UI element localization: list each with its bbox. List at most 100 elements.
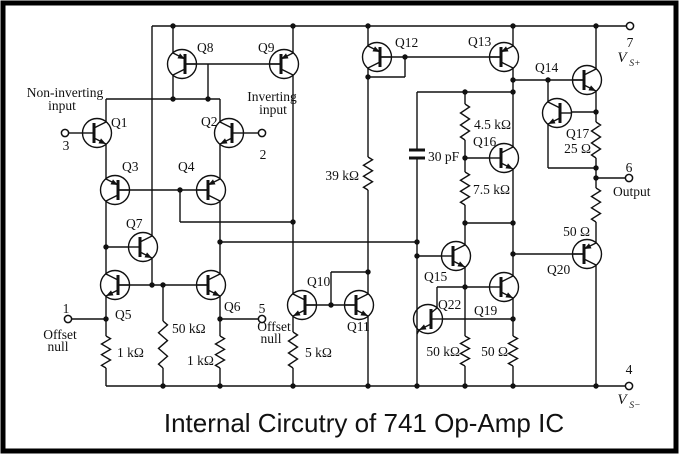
emitter-lead bbox=[172, 68, 186, 76]
junction-dot bbox=[510, 89, 516, 95]
transistor-q6 bbox=[195, 269, 227, 301]
pin7-vs-subscript: S+ bbox=[629, 59, 640, 69]
collector-lead bbox=[500, 275, 514, 283]
pin3-name-line2: input bbox=[48, 98, 76, 113]
pin2-number: 2 bbox=[260, 147, 267, 162]
transistor-q8 bbox=[166, 48, 198, 80]
transistor-label-q11: Q11 bbox=[347, 319, 370, 334]
emitter-arrow bbox=[144, 252, 152, 258]
resistor-r2 bbox=[157, 320, 169, 369]
pin3-name-line1: Non-inverting bbox=[27, 85, 104, 100]
transistor-body bbox=[571, 64, 603, 96]
emitter-arrow bbox=[98, 138, 106, 144]
junction-dot bbox=[462, 220, 468, 226]
transistor-label-q5: Q5 bbox=[115, 307, 132, 322]
transistor-label-q16: Q16 bbox=[473, 134, 496, 149]
emitter-lead bbox=[207, 194, 221, 202]
transistor-body bbox=[99, 269, 131, 301]
resistor-r7 bbox=[459, 171, 471, 206]
resistor-label-r8: 25 Ω bbox=[564, 141, 591, 156]
transistor-q19 bbox=[488, 271, 520, 303]
junction-dot bbox=[177, 187, 183, 193]
transistor-label-q1: Q1 bbox=[111, 115, 128, 130]
transistor-q14 bbox=[571, 64, 603, 96]
junction-dot bbox=[170, 96, 176, 102]
transistor-q11 bbox=[343, 289, 375, 321]
junction-dot bbox=[365, 23, 371, 29]
transistor-label-q10: Q10 bbox=[307, 274, 330, 289]
junction-dot bbox=[545, 77, 551, 83]
collector-lead bbox=[583, 68, 597, 76]
pin-terminal-pin5 bbox=[257, 314, 267, 324]
pin-terminal-pin2 bbox=[257, 128, 267, 138]
transistor-label-q9: Q9 bbox=[258, 40, 275, 55]
emitter-arrow bbox=[505, 292, 513, 298]
emitter-arrow bbox=[212, 290, 220, 296]
transistor-label-q3: Q3 bbox=[122, 159, 139, 174]
emitter-arrow bbox=[588, 85, 596, 91]
pin-terminal-pin3 bbox=[60, 128, 70, 138]
junction-dot bbox=[593, 175, 599, 181]
collector-lead bbox=[219, 121, 233, 129]
collector-lead bbox=[452, 244, 466, 252]
emitter-arrow bbox=[220, 138, 228, 144]
transistor-q17 bbox=[541, 97, 573, 129]
resistor-label-r5: 39 kΩ bbox=[325, 168, 359, 183]
junction-dot bbox=[510, 23, 516, 29]
pin6-name: Output bbox=[613, 184, 651, 199]
junction-dot bbox=[462, 383, 468, 389]
transistor-label-q7: Q7 bbox=[126, 216, 143, 231]
resistor-label-r7: 7.5 kΩ bbox=[473, 182, 510, 197]
collector-lead bbox=[500, 146, 514, 154]
component-layer bbox=[60, 21, 635, 391]
transistor-body bbox=[361, 41, 393, 73]
schematic-title: Internal Circutry of 741 Op-Amp IC bbox=[164, 408, 564, 438]
pin4-vs-symbol: V bbox=[617, 392, 628, 408]
resistor-label-r9: 50 Ω bbox=[563, 224, 590, 239]
resistor-label-r6: 4.5 kΩ bbox=[474, 117, 511, 132]
emitter-lead bbox=[583, 258, 597, 266]
junction-dot bbox=[290, 23, 296, 29]
resistor-label-r10: 50 kΩ bbox=[426, 344, 460, 359]
emitter-lead bbox=[280, 68, 294, 76]
transistor-q1 bbox=[81, 117, 113, 149]
resistor-label-r3: 1 kΩ bbox=[187, 353, 214, 368]
junction-dot bbox=[205, 96, 211, 102]
collector-lead bbox=[93, 121, 107, 129]
junction-dot bbox=[510, 77, 516, 83]
resistor-r1 bbox=[100, 335, 112, 369]
emitter-arrow bbox=[281, 53, 289, 59]
pin-terminal-pin1 bbox=[63, 314, 73, 324]
junction-dot bbox=[593, 165, 599, 171]
capacitor-label-c1: 30 pF bbox=[428, 149, 460, 164]
transistor-label-q6: Q6 bbox=[224, 299, 241, 314]
transistor-body bbox=[195, 269, 227, 301]
transistor-label-q19: Q19 bbox=[474, 303, 497, 318]
junction-dot bbox=[593, 109, 599, 115]
transistor-body bbox=[440, 240, 472, 272]
pin7-number: 7 bbox=[627, 35, 634, 50]
transistor-body bbox=[213, 117, 245, 149]
resistor-r3 bbox=[214, 335, 226, 369]
pin2-name-line1: Inverting bbox=[247, 89, 297, 104]
emitter-arrow bbox=[293, 310, 301, 316]
transistor-q15 bbox=[440, 240, 472, 272]
collector-lead bbox=[547, 101, 561, 109]
emitter-arrow bbox=[372, 46, 380, 52]
junction-dot bbox=[462, 155, 468, 161]
transistor-body bbox=[195, 174, 227, 206]
pin-terminal-pin4 bbox=[624, 381, 634, 391]
resistor-r11 bbox=[507, 335, 519, 367]
junction-dot bbox=[414, 239, 420, 245]
emitter-arrow bbox=[106, 290, 114, 296]
resistor-r8 bbox=[590, 121, 602, 159]
transistor-q12 bbox=[361, 41, 393, 73]
transistor-q20 bbox=[571, 238, 603, 270]
junction-dot bbox=[593, 383, 599, 389]
pin1-name-line2: null bbox=[47, 339, 68, 354]
pin6-number: 6 bbox=[626, 160, 633, 175]
junction-dot bbox=[510, 383, 516, 389]
transistor-body bbox=[99, 174, 131, 206]
resistor-r6 bbox=[459, 103, 471, 141]
